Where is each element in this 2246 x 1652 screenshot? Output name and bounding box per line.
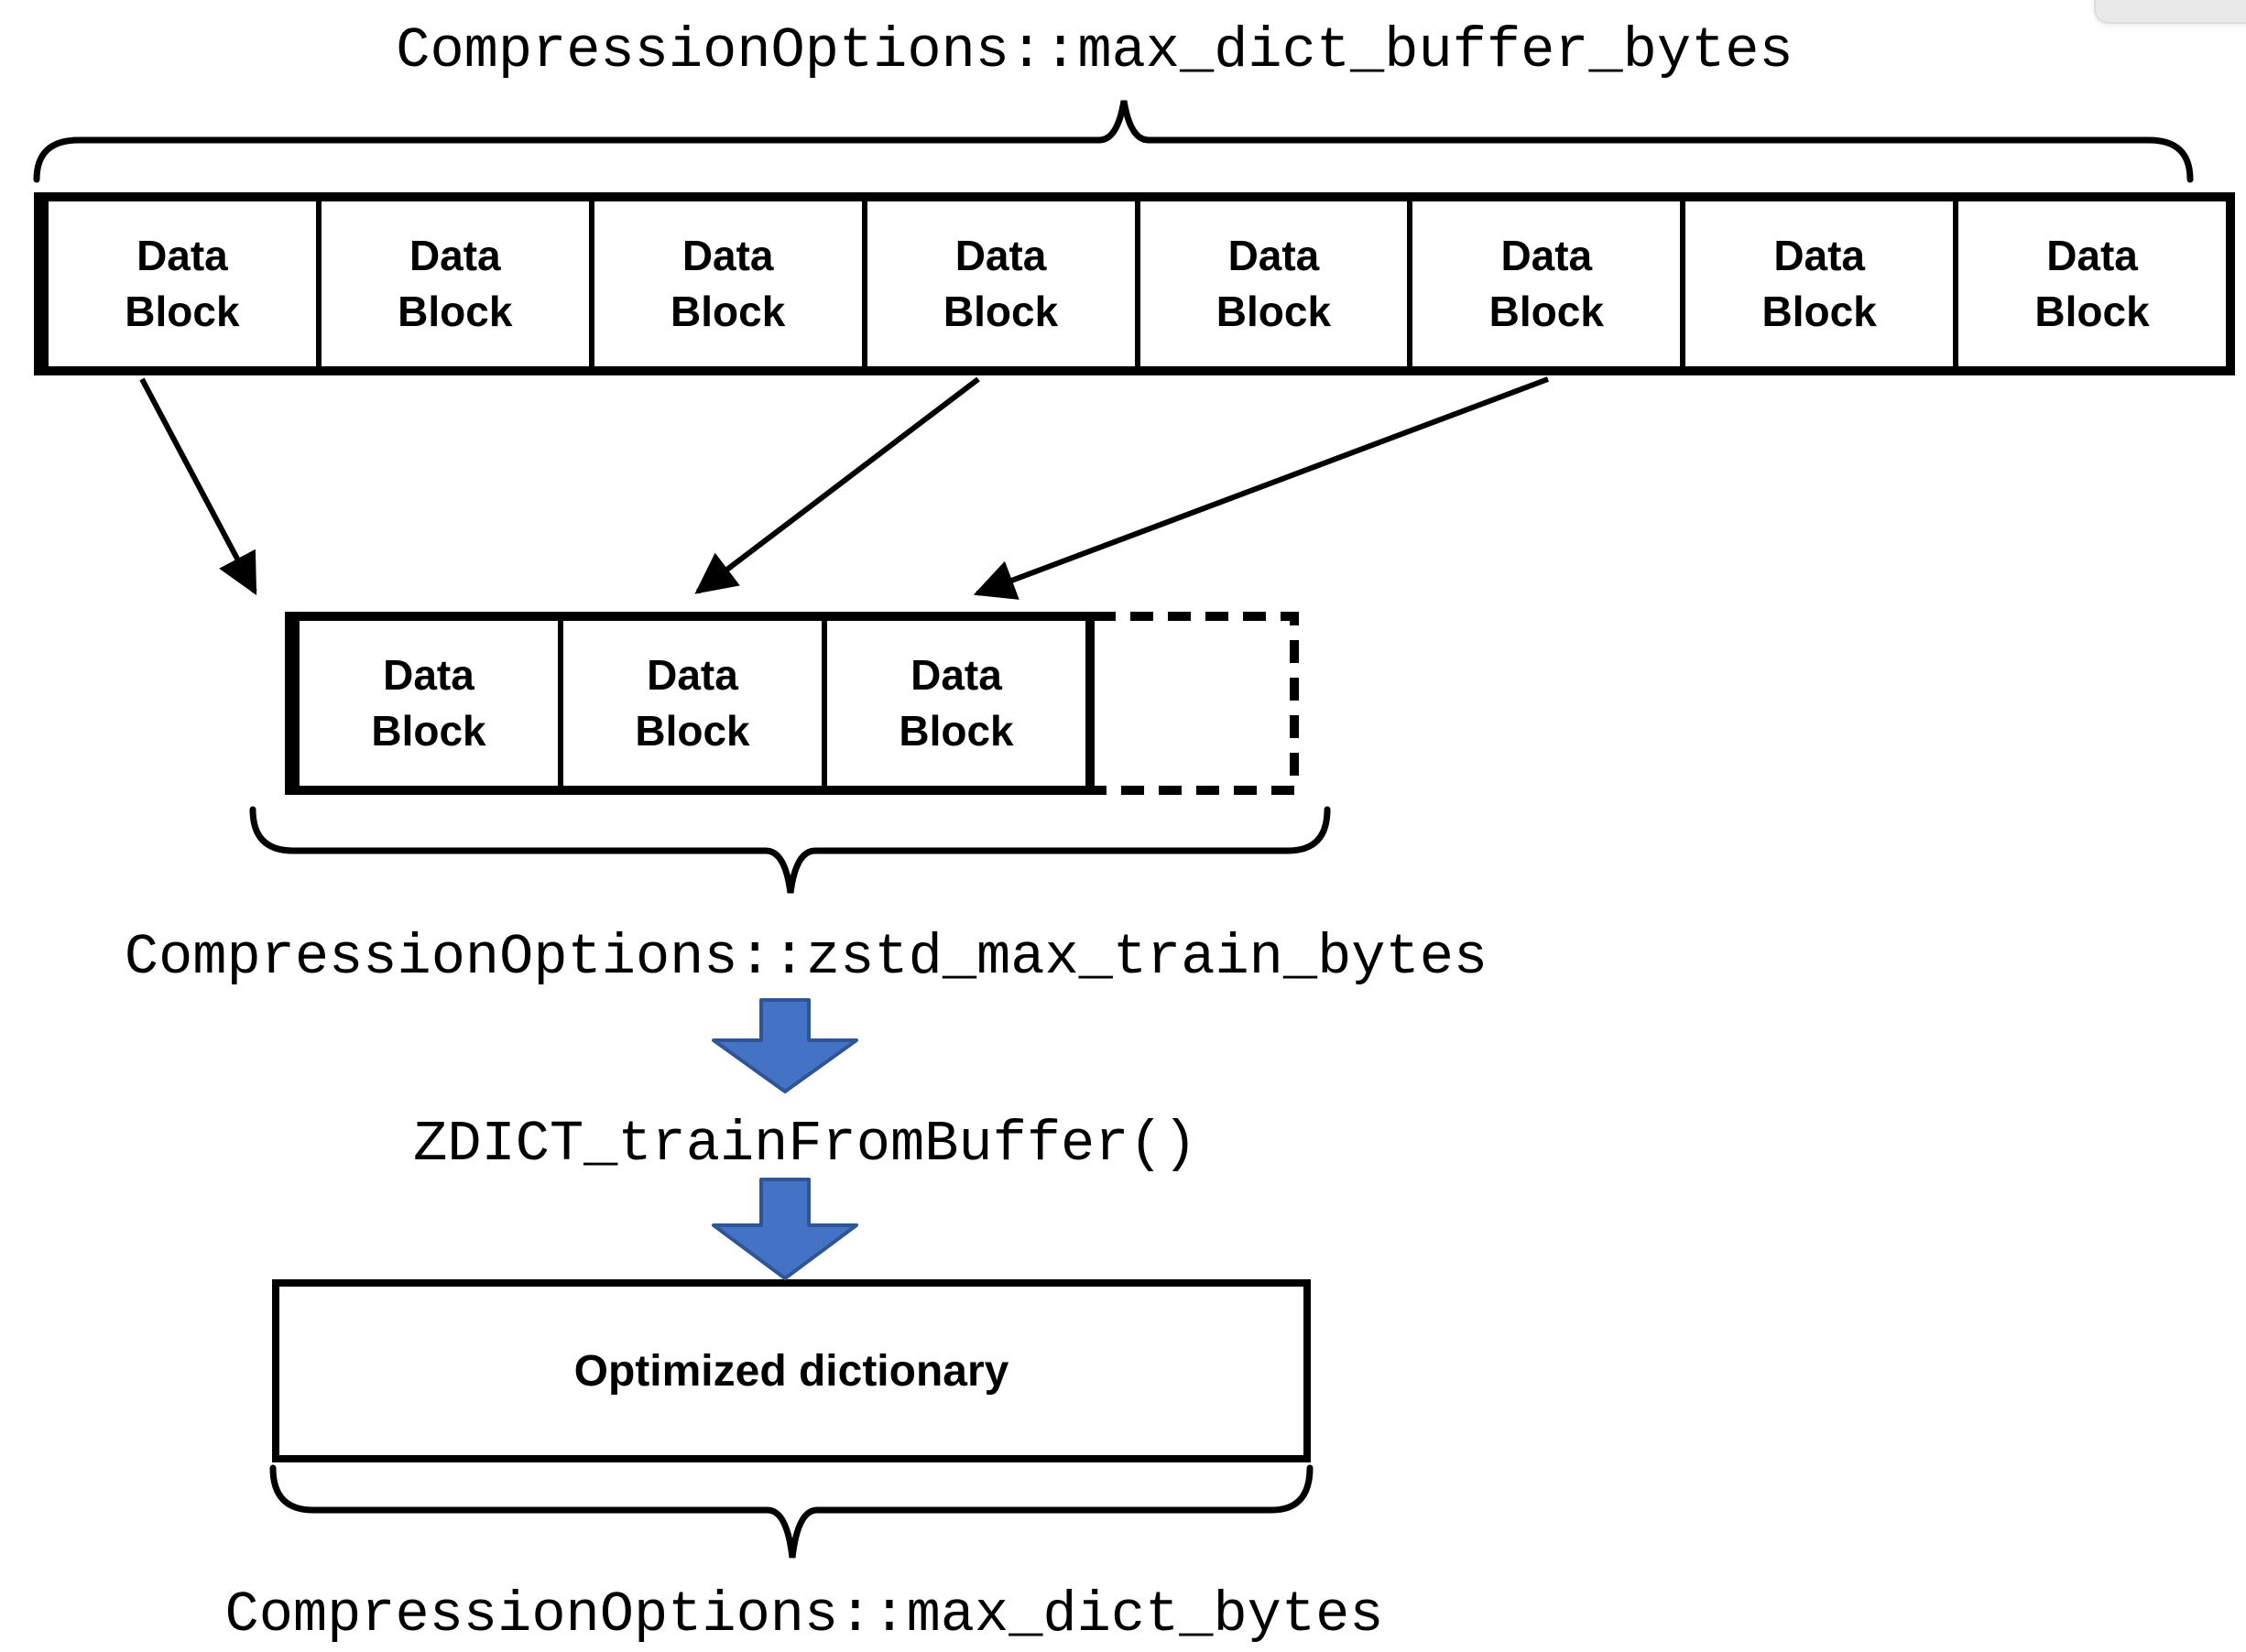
- optimized-dictionary-label: Optimized dictionary: [573, 1346, 1009, 1396]
- label-zdict-train-from-buffer: ZDICT_trainFromBuffer(): [413, 1112, 1197, 1177]
- data-block: Data Block: [1953, 201, 2226, 366]
- data-block: Data Block: [588, 201, 862, 366]
- data-block: Data Block: [294, 621, 558, 786]
- dashed-placeholder-box: [1093, 612, 1299, 795]
- top-brace-icon: [33, 100, 2194, 183]
- browser-floating-toolbar[interactable]: [2094, 0, 2246, 24]
- data-block: Data Block: [1680, 201, 1953, 366]
- optimized-dictionary-box: Optimized dictionary: [272, 1279, 1311, 1462]
- data-block: Data Block: [822, 621, 1085, 786]
- middle-brace-icon: [249, 806, 1331, 894]
- data-block: Data Block: [1407, 201, 1680, 366]
- sample-arrow-2: [694, 376, 980, 594]
- sample-arrow-3: [973, 376, 1550, 600]
- label-zstd-max-train-bytes: CompressionOptions::zstd_max_train_bytes: [124, 925, 1488, 990]
- down-arrow-icon-2: [712, 1178, 858, 1280]
- label-max-dict-buffer-bytes: CompressionOptions::max_dict_buffer_byte…: [396, 18, 1794, 83]
- sample-arrow-1: [139, 377, 257, 595]
- data-block: Data Block: [861, 201, 1135, 366]
- bottom-brace-icon: [269, 1464, 1314, 1559]
- data-block: Data Block: [1134, 201, 1408, 366]
- data-block: Data Block: [315, 201, 589, 366]
- down-arrow-icon-1: [712, 998, 858, 1093]
- label-max-dict-bytes: CompressionOptions::max_dict_bytes: [224, 1582, 1384, 1647]
- data-block: Data Block: [558, 621, 822, 786]
- data-block: Data Block: [43, 201, 316, 366]
